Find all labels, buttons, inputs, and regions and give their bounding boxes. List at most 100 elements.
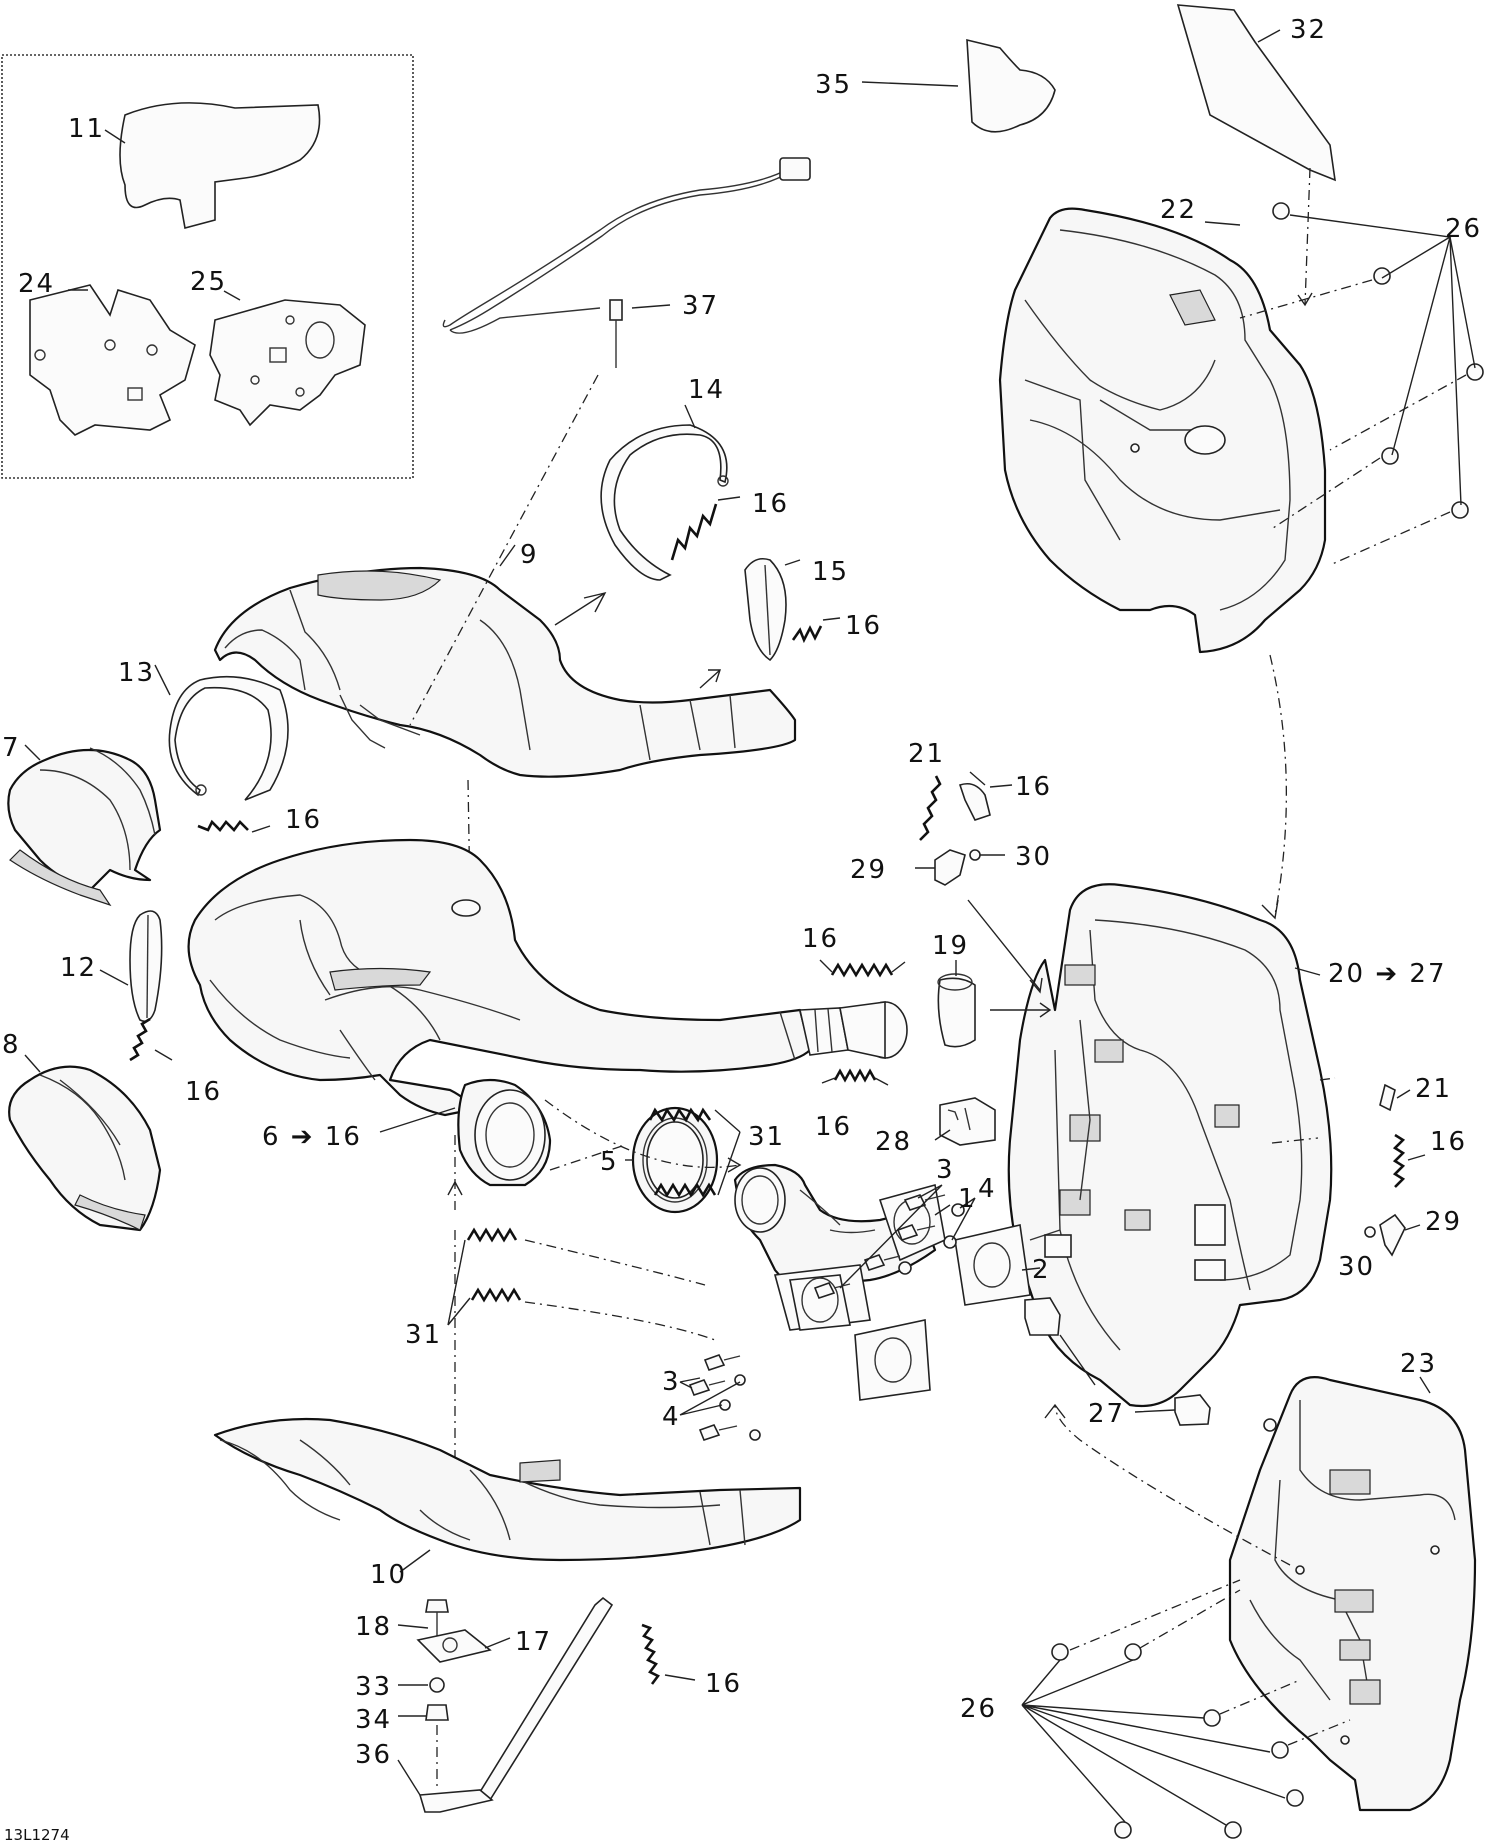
part-31-spring-2 — [653, 1182, 717, 1198]
part-32-foam — [1176, 4, 1336, 182]
part-16-spring-2 — [791, 625, 823, 644]
part-29-bracket-right — [1379, 1213, 1406, 1257]
callout-30: 30 — [1338, 1252, 1375, 1282]
callout-24: 24 — [18, 269, 55, 299]
callout-16: 16 — [815, 1112, 852, 1142]
callout-16: 16 — [285, 805, 322, 835]
callout-8: 8 — [2, 1030, 21, 1060]
callout-9: 9 — [520, 540, 539, 570]
callout-20: 20 ➔ 27 — [1328, 959, 1446, 989]
part-21-bracket-right — [1364, 1083, 1426, 1257]
callout-4: 4 — [978, 1174, 997, 1204]
callout-25: 25 — [190, 267, 227, 297]
callout-4: 4 — [662, 1402, 681, 1432]
callout-21: 21 — [1415, 1074, 1452, 1104]
part-7-cover — [7, 744, 162, 907]
part-6-inlet — [379, 1078, 552, 1187]
callout-16: 16 — [705, 1669, 742, 1699]
part-9-tailpipe-cover — [213, 566, 797, 778]
part-31-spring-4 — [470, 1287, 522, 1303]
callout-5: 5 — [600, 1147, 619, 1177]
callout-29: 29 — [850, 855, 887, 885]
part-16-spring-5 — [830, 962, 894, 978]
callout-34: 34 — [355, 1705, 392, 1735]
part-36-support-rod — [397, 1596, 614, 1813]
callout-31: 31 — [748, 1122, 785, 1152]
part-1-y-pipe — [733, 1163, 946, 1331]
part-2-gasket-b — [854, 1319, 931, 1401]
callout-16: 16 — [845, 611, 882, 641]
part-2-gasket-a — [954, 1224, 1031, 1306]
callout-23: 23 — [1400, 1349, 1437, 1379]
callout-31: 31 — [405, 1320, 442, 1350]
part-22-muffler-upper — [998, 207, 1327, 654]
callout-16: 16 — [802, 924, 839, 954]
callout-26: 26 — [1445, 214, 1482, 244]
part-16-spring-8 — [1392, 1133, 1406, 1188]
callout-35: 35 — [815, 70, 852, 100]
callout-10: 10 — [370, 1560, 407, 1590]
callout-15: 15 — [812, 557, 849, 587]
main-expansion-chamber — [187, 838, 908, 1117]
part-12-band — [99, 910, 173, 1062]
callout-16: 16 — [185, 1077, 222, 1107]
figure-code: 13L1274 — [4, 1826, 70, 1844]
part-30-screw-top — [969, 849, 981, 861]
callout-16: 16 — [752, 489, 789, 519]
part-19-ring-seal — [937, 960, 976, 1048]
callout-17: 17 — [515, 1627, 552, 1657]
callout-14: 14 — [688, 375, 725, 405]
part-28-bracket — [934, 1097, 996, 1146]
part-16-spring-1 — [670, 503, 718, 561]
part-29-bracket-top — [934, 849, 966, 886]
callout-7: 7 — [2, 733, 21, 763]
callout-19: 19 — [932, 931, 969, 961]
callout-3: 3 — [936, 1155, 955, 1185]
callout-22: 22 — [1160, 195, 1197, 225]
callout-26: 26 — [960, 1694, 997, 1724]
part-27-block-lower — [1174, 1394, 1211, 1426]
part-31-spring-3 — [466, 1227, 518, 1243]
part-35-decal — [966, 38, 1056, 133]
callout-27: 27 — [1088, 1399, 1125, 1429]
part-16-spring-6 — [833, 1068, 877, 1083]
part-17-bracket — [416, 1629, 511, 1663]
part-26-nuts-bottom — [1021, 1579, 1351, 1839]
part-8-cover — [8, 1054, 162, 1232]
callout-33: 33 — [355, 1672, 392, 1702]
callout-12: 12 — [60, 953, 97, 983]
inset-box — [1, 54, 414, 479]
part-16-spring-3 — [197, 819, 249, 832]
part-23-muffler-cover — [1228, 1376, 1477, 1812]
callout-13: 13 — [118, 658, 155, 688]
callout-18: 18 — [355, 1612, 392, 1642]
part-37-sensor-harness — [442, 157, 811, 368]
callout-1: 1 — [958, 1184, 977, 1214]
callout-28: 28 — [875, 1127, 912, 1157]
part-33-washer — [429, 1677, 445, 1693]
part-20-muffler-assembly — [1007, 883, 1336, 1408]
callout-16: 16 — [1015, 772, 1052, 802]
callout-11: 11 — [68, 114, 105, 144]
part-4-washers — [679, 1197, 976, 1441]
callout-29: 29 — [1425, 1207, 1462, 1237]
part-31-spring-1 — [648, 1107, 712, 1123]
part-18-bolt — [397, 1599, 449, 1640]
callout-21: 21 — [908, 739, 945, 769]
part-14-ring-clamp — [600, 404, 741, 581]
callout-2: 2 — [1032, 1255, 1051, 1285]
part-34-nut — [425, 1704, 449, 1721]
part-30-screw-right — [1364, 1226, 1376, 1238]
callout-6: 6 ➔ 16 — [262, 1122, 362, 1152]
callout-32: 32 — [1290, 15, 1327, 45]
part-16-spring-7 — [919, 775, 942, 841]
callout-3: 3 — [662, 1367, 681, 1397]
part-24-gasket — [29, 284, 196, 436]
part-11-heat-shield — [119, 102, 321, 229]
callout-37: 37 — [682, 291, 719, 321]
part-25-gasket — [209, 299, 366, 427]
part-26-nuts-top — [1239, 202, 1484, 566]
part-13-ring-clamp — [154, 664, 289, 833]
callout-16: 16 — [1430, 1127, 1467, 1157]
